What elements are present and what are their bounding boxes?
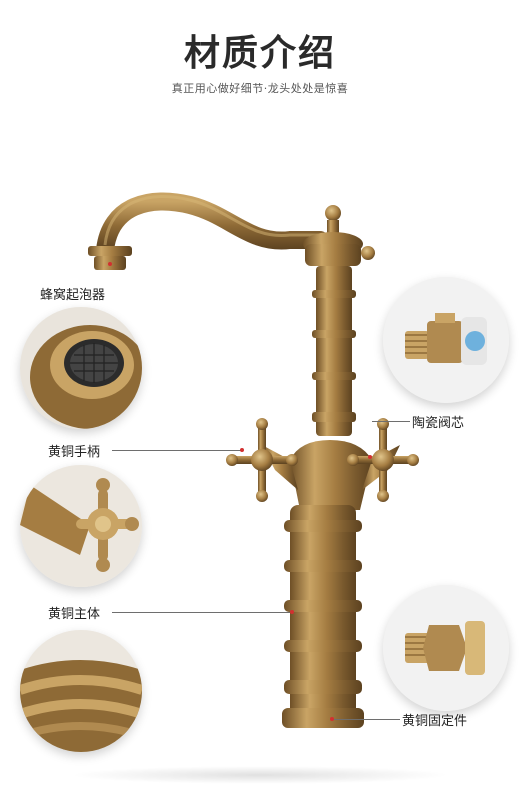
page-subtitle: 真正用心做好细节·龙头处处是惊喜 <box>171 82 349 95</box>
ceramic-valve-line <box>372 421 410 422</box>
brass-fixture-marker <box>330 717 334 721</box>
callout-brass-handle-label: 黄铜手柄 <box>48 445 101 460</box>
detail-brass-handle <box>20 465 142 587</box>
callout-brass-fixture-label: 黄铜固定件 <box>402 714 468 729</box>
brass-handle-marker <box>240 448 244 452</box>
detail-brass-body <box>20 630 142 752</box>
brass-handle-line <box>112 450 242 451</box>
aerator-marker <box>108 262 112 266</box>
ceramic-valve-marker <box>368 455 372 459</box>
detail-aerator <box>20 307 142 429</box>
floor-shadow <box>70 766 450 784</box>
brass-body-marker <box>290 610 294 614</box>
detail-brass-fixture <box>383 585 509 711</box>
detail-ceramic-valve <box>383 277 509 403</box>
brass-fixture-line <box>334 719 400 720</box>
brass-body-line <box>112 612 290 613</box>
callout-ceramic-valve-label: 陶瓷阀芯 <box>412 416 465 431</box>
page-title: 材质介绍 <box>183 32 336 74</box>
callout-aerator-label: 蜂窝起泡器 <box>40 288 106 303</box>
callout-brass-body-label: 黄铜主体 <box>48 607 101 622</box>
